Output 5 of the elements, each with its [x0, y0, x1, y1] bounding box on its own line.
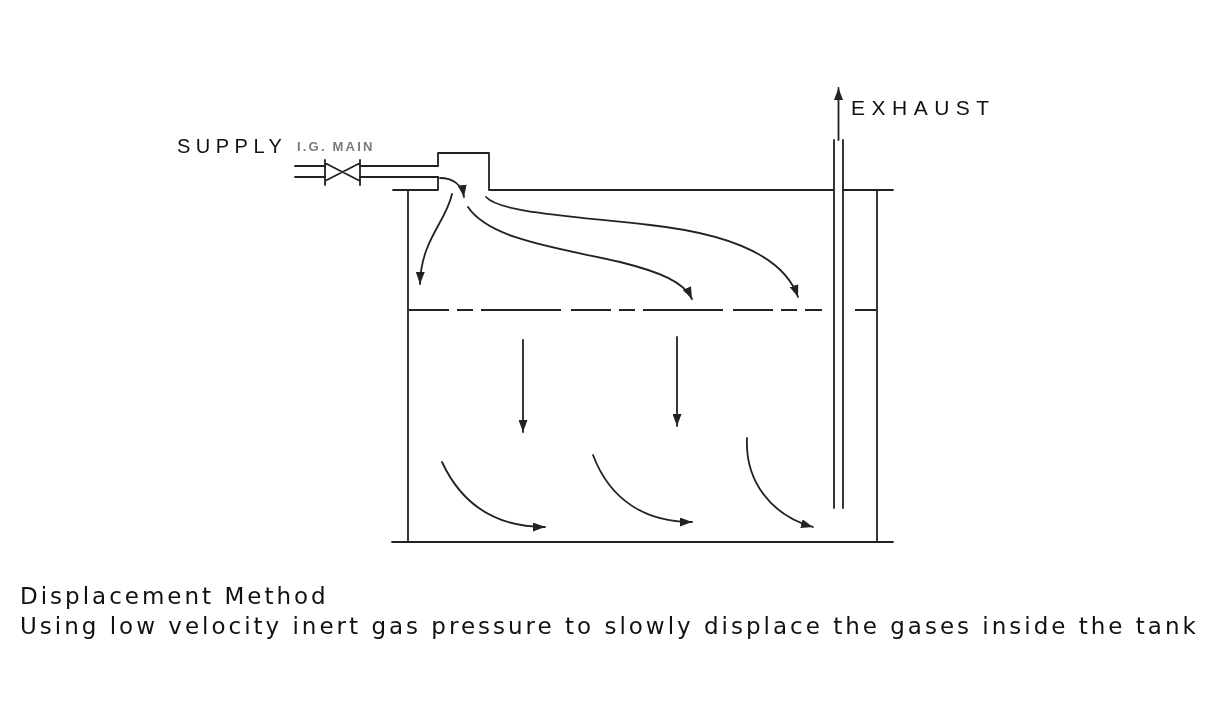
caption-text: Using low velocity inert gas pressure to slowly displace the gases inside the tank: [20, 613, 1199, 640]
pipe-label: SUPPLY: [177, 134, 288, 158]
exhaust-label: EXHAUST: [851, 95, 996, 120]
pipe-label: I.G. MAIN: [297, 138, 375, 155]
diagram-title: Displacement Method: [20, 583, 329, 610]
